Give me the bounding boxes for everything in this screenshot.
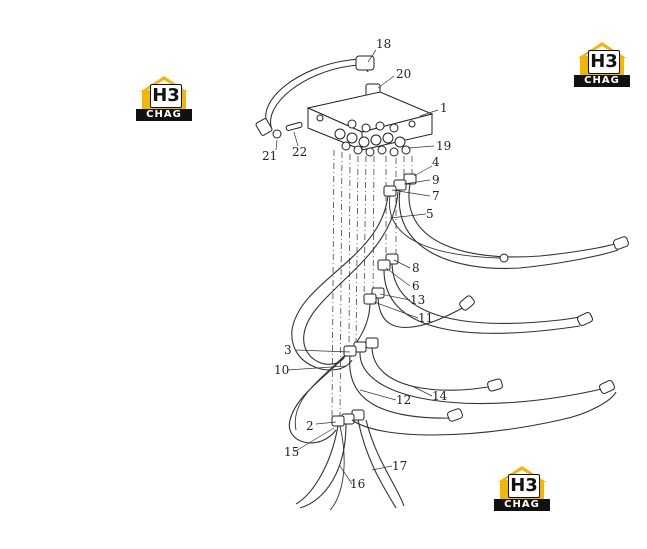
callout-12: 12: [396, 393, 411, 407]
callout-1: 1: [440, 101, 448, 115]
callout-14: 14: [432, 389, 448, 403]
fittings-mid: [377, 253, 399, 271]
fittings-upper: [383, 173, 417, 197]
brand-logo-bottom-right: H3 CHAG: [494, 462, 550, 512]
callout-22: 22: [292, 145, 307, 159]
hose-upper-right-a: [408, 183, 623, 258]
logo-mark: H3: [588, 50, 620, 74]
end-fitting-right-top: [613, 236, 629, 250]
hose-17-outer: [365, 419, 405, 507]
hose-6-right: [383, 269, 581, 334]
callout-8: 8: [412, 261, 420, 275]
logo-wordmark: CHAG: [136, 109, 192, 121]
end-fitting-12b: [447, 408, 463, 422]
hose-5-b: [303, 191, 399, 365]
hose-upper-right-b: [398, 189, 619, 269]
valve-block-1: [306, 91, 434, 151]
brand-logo-top-right: H3 CHAG: [574, 38, 630, 88]
fittings-13-11: [363, 287, 385, 305]
callout-5: 5: [426, 207, 434, 221]
hose-16: [299, 423, 347, 509]
hose-bottom-right: [351, 391, 617, 436]
callout-21: 21: [262, 149, 277, 163]
callout-labels: 1 2 3 4 5 6 7 8 9 10 11 12 13 14 15 16 1…: [262, 37, 451, 491]
callout-11: 11: [418, 311, 433, 325]
callout-19: 19: [436, 139, 451, 153]
callout-3: 3: [284, 343, 292, 357]
callout-2: 2: [306, 419, 314, 433]
callout-15: 15: [284, 445, 299, 459]
end-fitting-right-mid: [577, 311, 593, 327]
brand-logo-left: H3 CHAG: [136, 72, 192, 122]
callout-20: 20: [396, 67, 411, 81]
logo-mark: H3: [508, 474, 540, 498]
logo-mark: H3: [150, 84, 182, 108]
center-lines: [331, 149, 413, 421]
logo-wordmark: CHAG: [574, 75, 630, 87]
bolt-22: [285, 121, 303, 132]
hose-13: [377, 297, 467, 329]
hose-12-right: [359, 351, 607, 405]
callout-17: 17: [392, 459, 407, 473]
callout-4: 4: [432, 155, 440, 169]
hose-10: [294, 355, 345, 431]
end-fitting-13: [459, 295, 475, 311]
hose-5-a: [291, 195, 389, 371]
end-fitting-12: [599, 379, 615, 395]
callout-10: 10: [274, 363, 289, 377]
clamp-right-top: [499, 253, 509, 263]
hose-12: [349, 355, 457, 419]
hose-end-fitting: [255, 118, 273, 136]
hose-16-outer: [295, 425, 339, 505]
washer-21: [272, 129, 282, 139]
hose-upper-right-c: [389, 195, 501, 259]
hose-14: [371, 347, 495, 391]
fittings-2-15: [331, 409, 365, 427]
callout-16: 16: [350, 477, 365, 491]
callout-9: 9: [432, 173, 440, 187]
callout-6: 6: [412, 279, 420, 293]
leader-lines: [275, 49, 439, 485]
end-fitting-14: [487, 378, 503, 392]
callout-13: 13: [410, 293, 425, 307]
logo-wordmark: CHAG: [494, 499, 550, 511]
valve-fittings-19: [334, 119, 411, 157]
hose-17: [357, 419, 397, 509]
hose-15: [329, 425, 345, 511]
callout-7: 7: [432, 189, 440, 203]
elbow-fitting-18: [355, 55, 375, 71]
callout-18: 18: [376, 37, 391, 51]
